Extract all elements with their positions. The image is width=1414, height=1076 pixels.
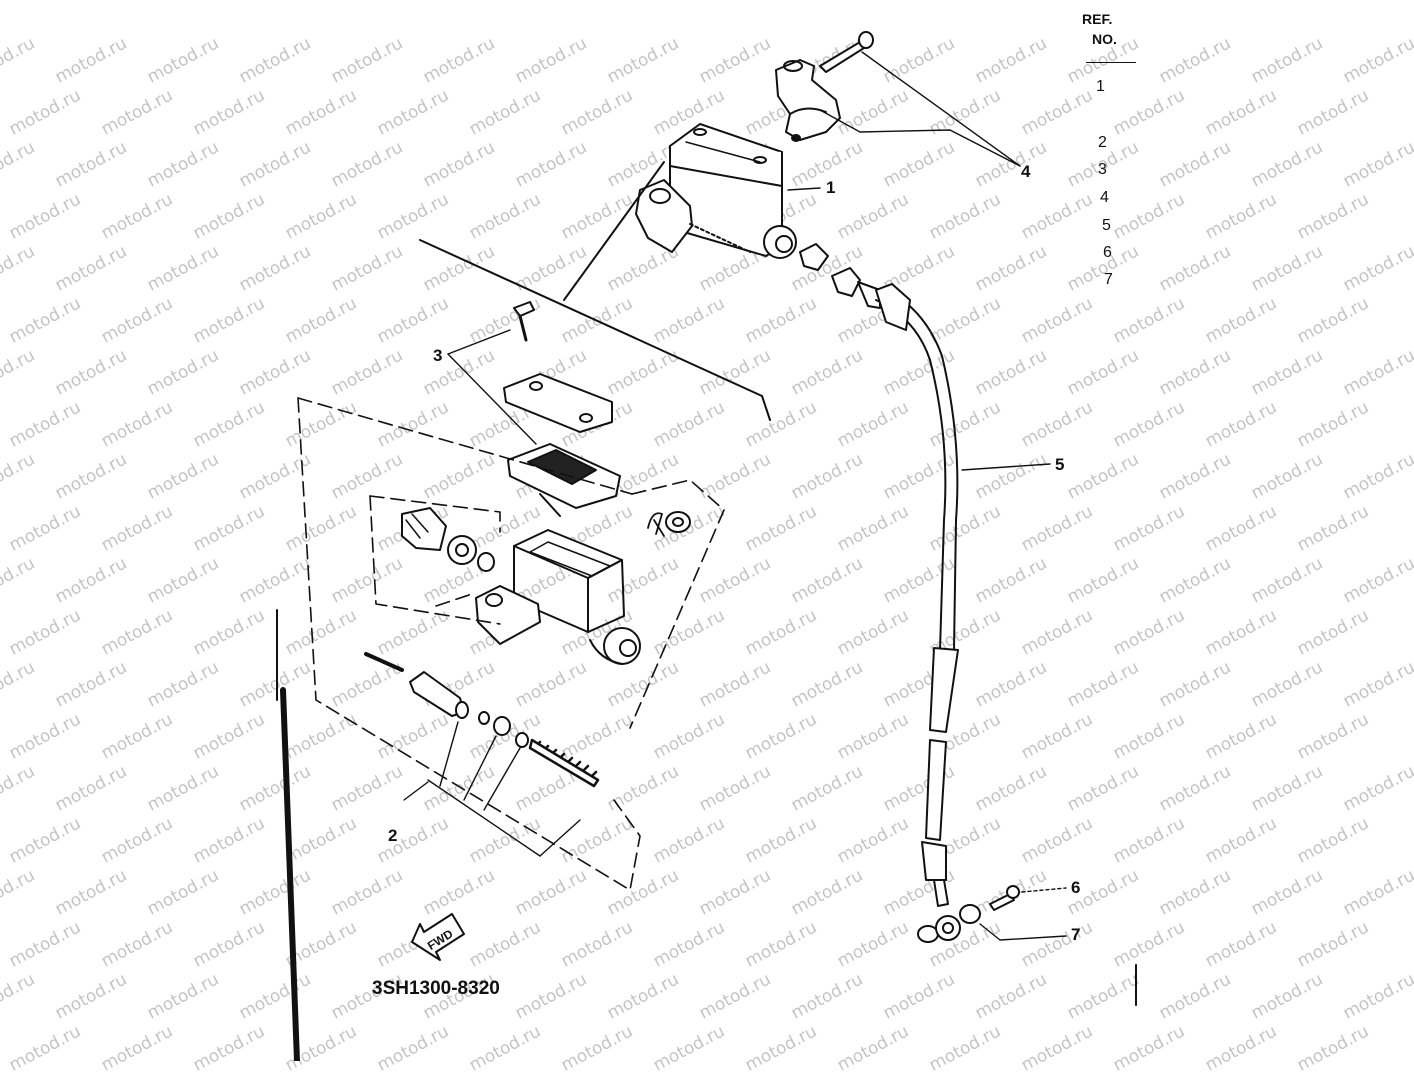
page-edge-mark xyxy=(276,609,1137,1061)
callout-6: 6 xyxy=(1071,878,1081,897)
ref-header-rule xyxy=(1086,62,1136,63)
clamp-bolt xyxy=(819,31,874,73)
ref-number: 7 xyxy=(1104,271,1113,288)
reservoir-screw xyxy=(513,301,535,342)
ref-header-line2: NO. xyxy=(1092,31,1117,47)
callout-2: 2 xyxy=(388,826,398,845)
diaphragm xyxy=(507,443,621,517)
union-bolt xyxy=(989,885,1020,911)
exploded-view-outline xyxy=(419,161,771,421)
cylinder-body xyxy=(475,529,641,665)
callout-4: 4 xyxy=(1021,162,1031,181)
leader-lines xyxy=(403,51,1067,941)
lower-fitting xyxy=(917,904,981,943)
washer xyxy=(447,535,495,572)
pushrod-clip xyxy=(364,652,404,672)
dashed-group-outline xyxy=(297,397,725,891)
master-cylinder-assembly xyxy=(635,123,797,259)
ref-number: 6 xyxy=(1103,244,1112,261)
reservoir-cap xyxy=(503,373,613,433)
brake-hose xyxy=(875,283,959,907)
cup-seal xyxy=(478,711,529,748)
ref-number: 5 xyxy=(1102,217,1111,234)
callout-3: 3 xyxy=(433,346,443,365)
fwd-arrow: FWD xyxy=(411,913,465,961)
banjo-fitting xyxy=(799,243,881,309)
diagram-code: 3SH1300-8320 xyxy=(372,978,500,999)
clamp-bracket xyxy=(775,59,841,142)
callout-5: 5 xyxy=(1055,455,1065,474)
piston-boot xyxy=(401,507,447,551)
ref-header-line1: REF. xyxy=(1082,11,1113,27)
callout-7: 7 xyxy=(1071,925,1081,944)
ref-number: 3 xyxy=(1098,161,1107,178)
ref-number-panel: REF. NO. 1 2 3 4 5 6 7 xyxy=(1078,8,1158,308)
piston xyxy=(409,671,469,719)
snap-ring xyxy=(647,511,691,537)
ref-number: 1 xyxy=(1096,78,1105,95)
ref-number: 4 xyxy=(1100,189,1109,206)
return-spring xyxy=(528,738,600,788)
callout-1: 1 xyxy=(826,178,836,197)
ref-number: 2 xyxy=(1098,134,1107,151)
